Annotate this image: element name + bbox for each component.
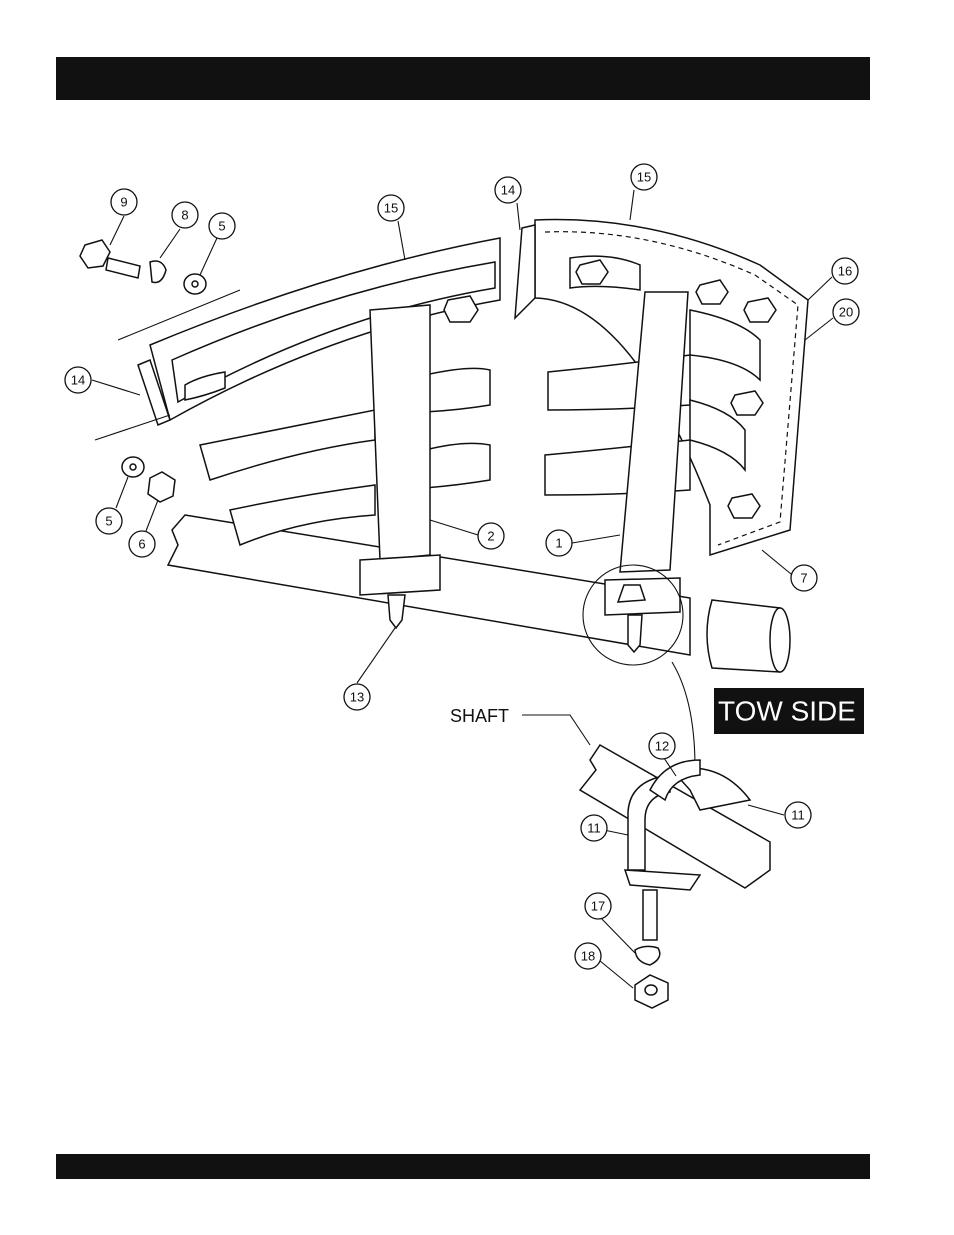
callout-2: 2 xyxy=(478,523,504,549)
shaft-end-face xyxy=(770,608,790,672)
svg-text:17: 17 xyxy=(591,899,605,914)
svg-text:2: 2 xyxy=(487,529,494,544)
svg-text:11: 11 xyxy=(587,821,601,836)
detail-arrow xyxy=(672,662,695,768)
svg-text:5: 5 xyxy=(105,514,112,529)
threaded-stud xyxy=(643,890,657,940)
svg-text:15: 15 xyxy=(384,201,398,216)
svg-text:12: 12 xyxy=(655,739,669,754)
svg-text:20: 20 xyxy=(839,305,853,320)
callout-14: 14 xyxy=(65,367,91,393)
hex-bolt-9 xyxy=(80,240,110,268)
callout-17: 17 xyxy=(585,893,611,919)
hex-nut-6 xyxy=(148,472,175,502)
left-bolt-head xyxy=(444,296,478,322)
svg-text:7: 7 xyxy=(800,571,807,586)
right-blade-strip xyxy=(515,225,535,318)
flat-washer-5b-hole xyxy=(130,464,136,470)
callout-15: 15 xyxy=(631,164,657,190)
saddle-plate xyxy=(625,870,700,890)
svg-text:15: 15 xyxy=(637,170,651,185)
svg-text:1: 1 xyxy=(555,536,562,551)
callout-20: 20 xyxy=(833,299,859,325)
svg-text:6: 6 xyxy=(138,537,145,552)
callout-5: 5 xyxy=(96,508,122,534)
callout-9: 9 xyxy=(111,189,137,215)
svg-text:14: 14 xyxy=(501,183,515,198)
callout-15: 15 xyxy=(378,195,404,221)
left-fin-1 xyxy=(200,410,375,480)
callout-1: 1 xyxy=(546,530,572,556)
flat-washer-5a-hole xyxy=(192,281,198,287)
callout-18: 18 xyxy=(575,943,601,969)
left-post xyxy=(370,305,430,560)
svg-text:14: 14 xyxy=(71,373,85,388)
svg-text:9: 9 xyxy=(120,195,127,210)
svg-text:13: 13 xyxy=(350,690,364,705)
svg-text:8: 8 xyxy=(181,208,188,223)
svg-text:18: 18 xyxy=(581,949,595,964)
callout-11: 11 xyxy=(785,802,811,828)
hex-nut-18-hole xyxy=(645,985,657,995)
callout-8: 8 xyxy=(172,202,198,228)
callout-16: 16 xyxy=(832,258,858,284)
left-fin-4 xyxy=(425,443,490,488)
lock-washer-17 xyxy=(635,946,660,965)
callout-12: 12 xyxy=(649,733,675,759)
svg-text:16: 16 xyxy=(838,264,852,279)
bolt-shank-9 xyxy=(106,258,140,278)
left-fin-3 xyxy=(425,368,490,412)
callout-13: 13 xyxy=(344,684,370,710)
callout-6: 6 xyxy=(129,531,155,557)
tow-side-label: TOW SIDE xyxy=(718,696,856,727)
blade-assembly-drawing xyxy=(138,220,808,772)
callout-14: 14 xyxy=(495,177,521,203)
callout-11: 11 xyxy=(581,815,607,841)
svg-text:11: 11 xyxy=(791,808,805,823)
callout-7: 7 xyxy=(791,565,817,591)
svg-text:5: 5 xyxy=(218,219,225,234)
shaft-label: SHAFT xyxy=(450,706,509,726)
left-post-pin xyxy=(388,595,405,628)
lock-washer-8 xyxy=(150,261,166,283)
callout-5: 5 xyxy=(209,213,235,239)
left-post-base xyxy=(360,555,440,595)
